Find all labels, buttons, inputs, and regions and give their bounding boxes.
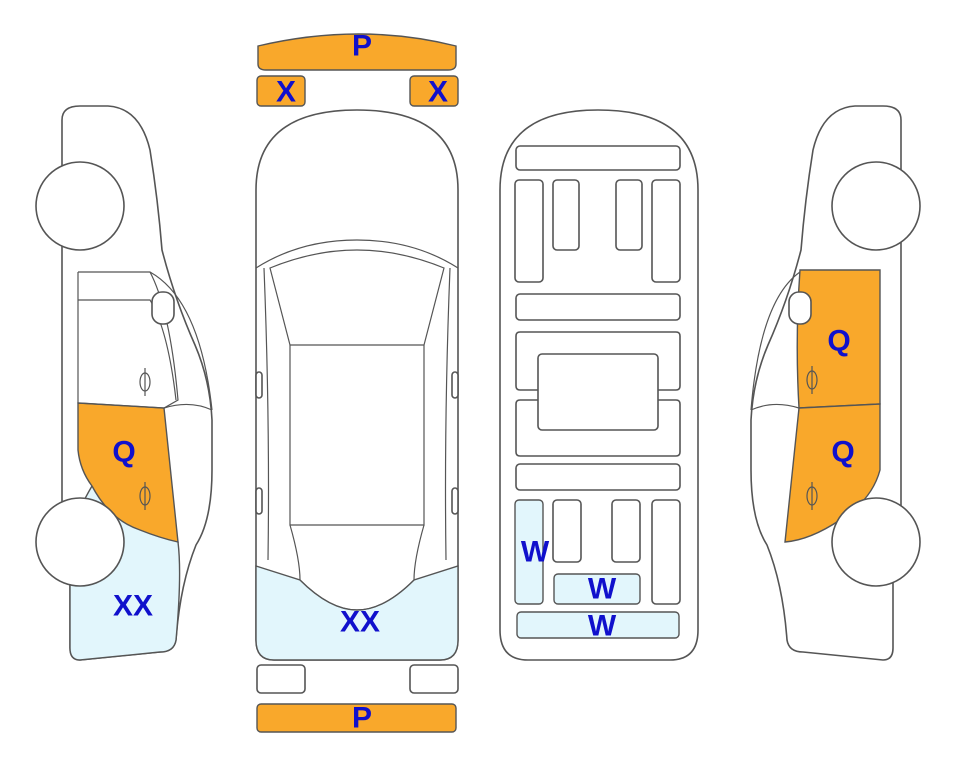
left-rear-wheel [35,497,125,587]
right-rear-wheel [831,497,921,587]
top-hood-line [255,239,459,269]
left-door-handle-upper [139,368,151,396]
top-left-mirror [255,371,263,399]
right-front-door-label: Q [831,436,854,469]
underbody-view: W W W [499,109,699,661]
underbody-rear-left-slot [552,499,582,563]
left-side-window-inner [77,271,179,409]
left-side-view: Q XX [35,105,213,661]
left-door-label: Q [112,436,135,469]
right-rear-door-label: Q [827,325,850,358]
underbody-rear-crossmember [515,463,681,491]
underbody-right-rear-rail [651,499,681,605]
top-windshield [269,249,445,346]
right-side-mirror [788,291,812,325]
top-left-side-line [263,267,270,561]
right-front-wheel [831,161,921,251]
underbody-center-frame [515,331,681,391]
top-rear-window [289,524,425,611]
front-bumper-damage [257,33,457,71]
underbody-front-bar [515,145,681,171]
left-side-door-line [78,299,177,401]
top-roof [289,345,425,526]
underbody-rear-center-label: W [588,573,617,606]
underbody-front-right-rail [651,179,681,283]
underbody-rear-bar-label: W [588,610,617,643]
left-side-mirror [151,291,175,325]
top-right-side-line [444,267,451,561]
right-door-handle-upper [806,366,818,394]
rear-bumper-label: P [352,702,372,735]
left-front-wheel [35,161,125,251]
underbody-center-panel [537,353,659,431]
rear-bumper-damage [256,703,457,733]
underbody-rear-bar-damage [516,611,680,639]
underbody-left-rear-rail-damage [514,499,544,605]
left-headlight-label: X [276,76,296,109]
underbody-left-rear-label: W [521,536,550,569]
left-side-window-line [78,271,213,411]
left-side-window-rear [163,403,213,411]
right-side-window-line [750,271,801,411]
right-headlight-label: X [428,76,448,109]
left-taillight [256,664,306,694]
underbody-rear-right-slot [611,499,641,563]
right-side-window-rear [750,403,800,411]
underbody-front-right-slot [615,179,643,251]
underbody-front-crossmember [515,293,681,321]
top-rear-label: XX [340,606,380,639]
underbody-rear-center-damage [553,573,641,605]
underbody-front-left-rail [514,179,544,283]
right-door-handle-lower [806,482,818,510]
top-right-mirror [451,371,459,399]
top-left-mirror-rear [255,487,263,515]
right-taillight [409,664,459,694]
underbody-front-left-slot [552,179,580,251]
left-door-handle-lower [139,482,151,510]
top-right-mirror-rear [451,487,459,515]
left-rear-quarter-label: XX [113,590,153,623]
front-bumper-label: P [352,30,372,63]
left-headlight-damage [256,75,306,107]
top-view: P X X XX P [255,30,459,735]
right-side-view: Q Q [750,105,921,661]
underbody-center-frame-lower [515,399,681,457]
right-headlight-damage [409,75,459,107]
